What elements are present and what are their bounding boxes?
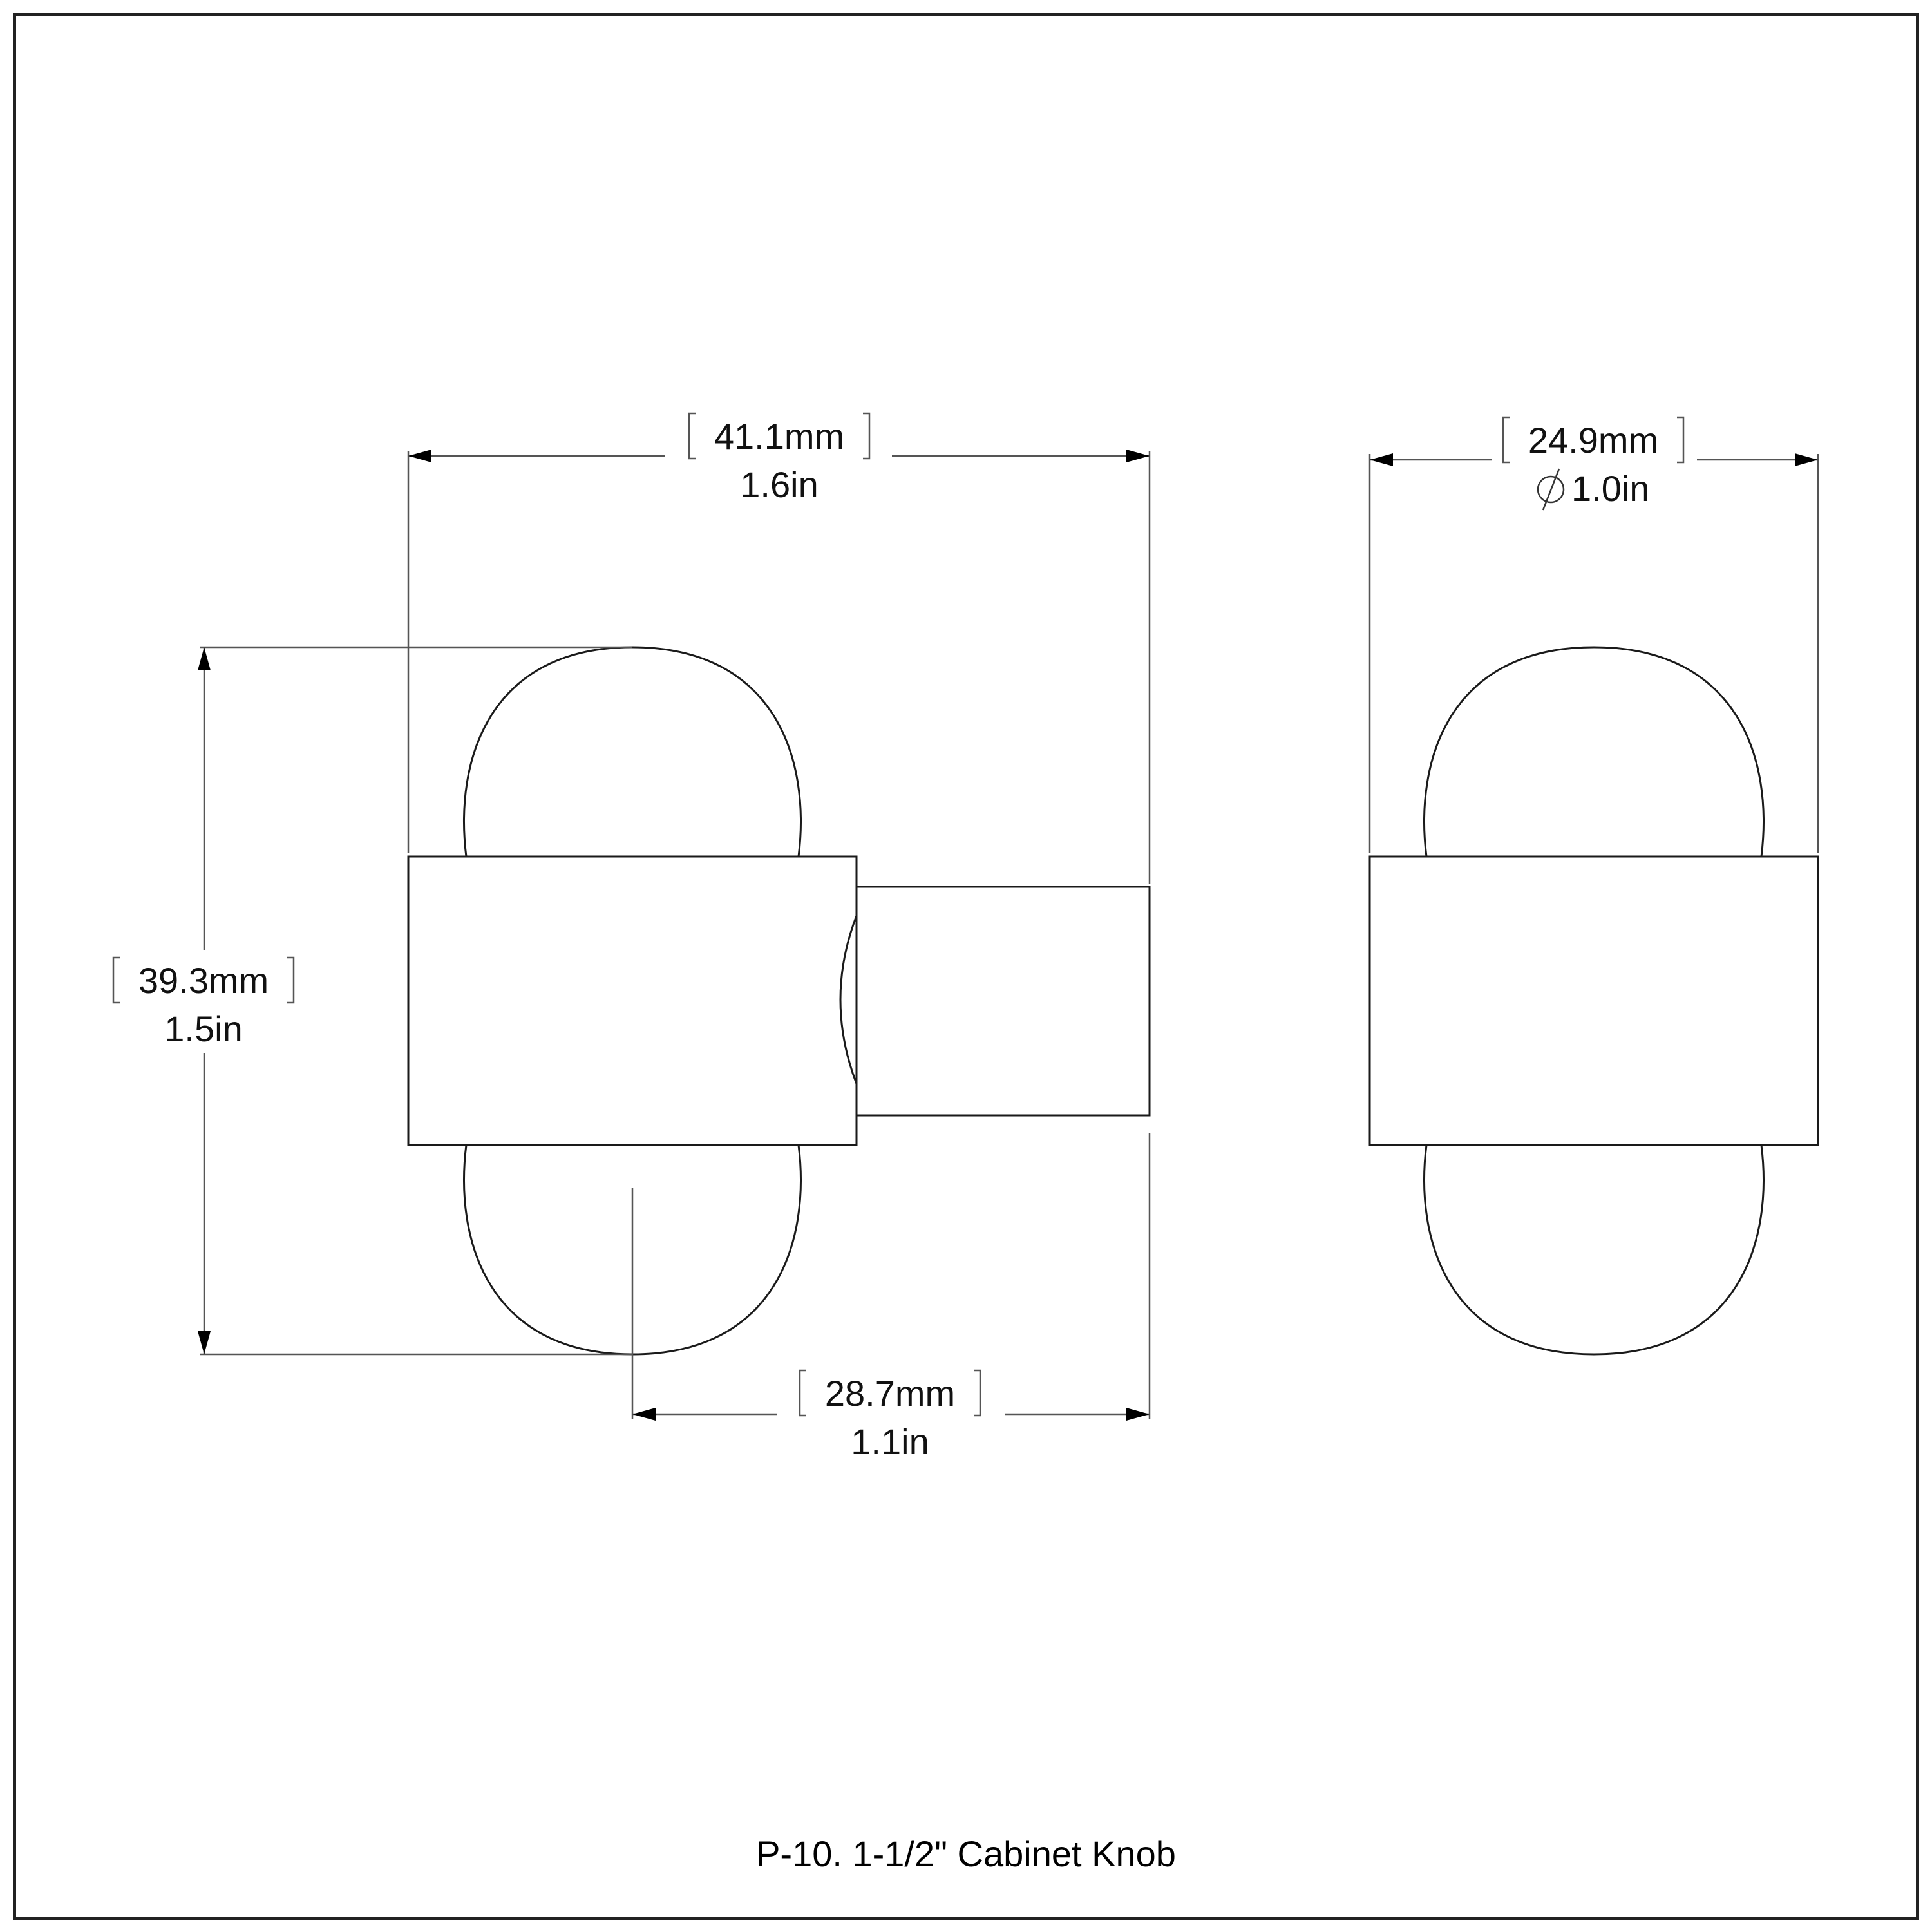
diameter-symbol-icon: [1537, 468, 1565, 511]
projection-in-label: 1.1in: [851, 1421, 929, 1462]
knob-stem: [855, 886, 1151, 1117]
knob-body: [1368, 855, 1819, 1146]
projection-mm-label: 28.7mm: [825, 1373, 955, 1414]
knob-body: [407, 855, 858, 1146]
stem-junction-curve: [839, 915, 858, 1084]
arrow-right-icon: [1795, 453, 1818, 466]
knob-dome-bottom: [1423, 1144, 1765, 1356]
bracket-open: [112, 956, 120, 1004]
dimension-overall-length: 41.1mm 1.6in: [407, 412, 1151, 884]
arrow-down-icon: [198, 1331, 211, 1354]
arrow-right-icon: [1126, 450, 1150, 462]
bracket-open: [688, 412, 696, 460]
height-in-label: 1.5in: [164, 1009, 242, 1049]
dimension-overall-height: 39.3mm 1.5in: [112, 646, 632, 1356]
drawing-title: P-10. 1-1/2" Cabinet Knob: [756, 1833, 1176, 1874]
bracket-close: [974, 1369, 981, 1417]
knob-dome-top: [463, 646, 802, 857]
bracket-open: [799, 1369, 806, 1417]
drawing-frame: [13, 13, 1919, 1920]
knob-dome-top: [1423, 646, 1765, 857]
arrow-left-icon: [1370, 453, 1393, 466]
bracket-close: [1677, 416, 1685, 464]
bracket-close: [287, 956, 295, 1004]
arrow-left-icon: [632, 1408, 656, 1421]
arrow-right-icon: [1126, 1408, 1150, 1421]
dimension-projection: 28.7mm 1.1in: [632, 1133, 1151, 1462]
diameter-mm-label: 24.9mm: [1528, 420, 1658, 460]
front-view: [1368, 646, 1819, 1356]
bracket-close: [863, 412, 871, 460]
dimension-diameter: 24.9mm 1.0in: [1368, 416, 1819, 853]
arrow-left-icon: [408, 450, 431, 462]
diameter-in-label: 1.0in: [1571, 468, 1649, 509]
side-view: [407, 646, 1151, 1419]
bracket-open: [1502, 416, 1510, 464]
length-mm-label: 41.1mm: [714, 416, 844, 457]
height-mm-label: 39.3mm: [138, 960, 269, 1001]
arrow-up-icon: [198, 647, 211, 670]
length-in-label: 1.6in: [740, 464, 818, 505]
